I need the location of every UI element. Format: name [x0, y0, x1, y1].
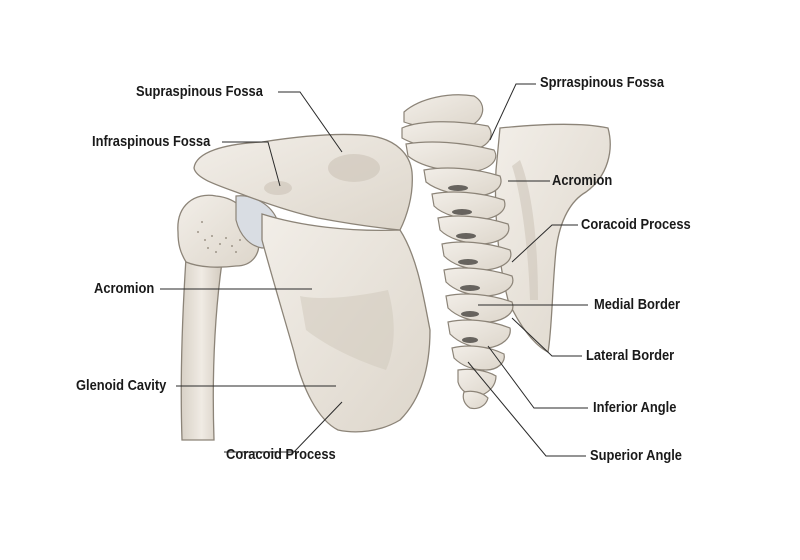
infraspinous-depression: [264, 181, 292, 195]
right-scapula: [496, 124, 611, 352]
label-supraspinous-fossa: Supraspinous Fossa: [136, 83, 263, 101]
label-acromion-right: Acromion: [552, 172, 612, 190]
label-sprraspinous-fossa: Sprraspinous Fossa: [540, 74, 664, 92]
label-lateral-border: Lateral Border: [586, 347, 674, 365]
label-medial-border: Medial Border: [594, 296, 680, 314]
label-acromion-left: Acromion: [94, 280, 154, 298]
label-glenoid-cavity: Glenoid Cavity: [76, 377, 166, 395]
fossa-depression: [328, 154, 380, 182]
label-infraspinous-fossa: Infraspinous Fossa: [92, 133, 210, 151]
label-coracoid-process-bottom: Coracoid Process: [226, 446, 336, 464]
label-inferior-angle: Inferior Angle: [593, 399, 676, 417]
humerus-shaft: [181, 258, 222, 440]
label-superior-angle: Superior Angle: [590, 447, 682, 465]
label-coracoid-process-right: Coracoid Process: [581, 216, 691, 234]
